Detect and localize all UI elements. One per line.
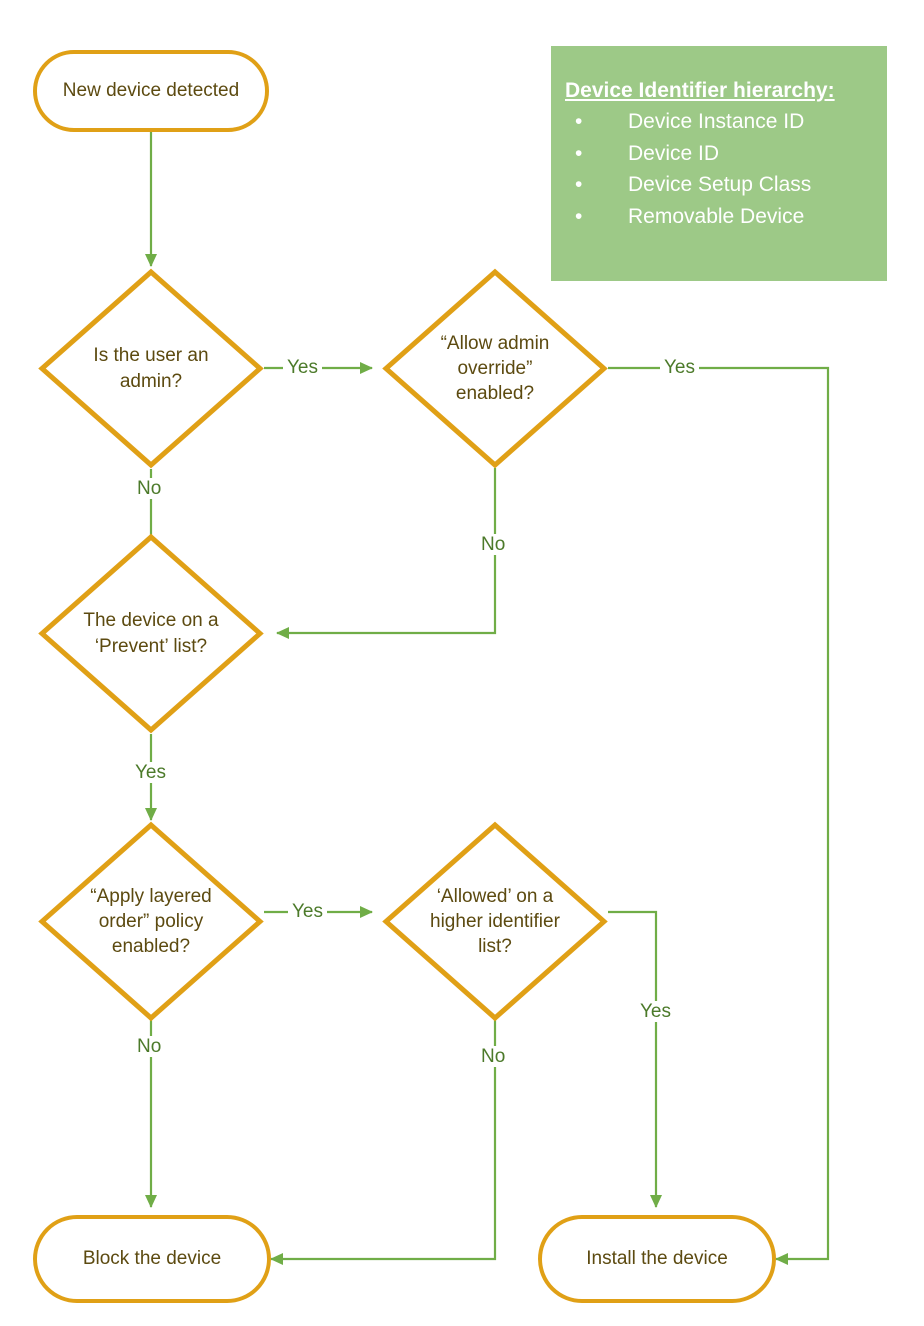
node-allowed-higher-label: ‘Allowed’ on a higher identifier list? [430,885,560,958]
legend-device-identifier-hierarchy: Device Identifier hierarchy: • Device In… [551,46,887,281]
legend-list: • Device Instance ID • Device ID • Devic… [565,106,887,232]
node-start-label: New device detected [62,79,240,101]
legend-item: • Device ID [565,138,887,170]
diamond-shape [38,268,264,469]
bullet-icon: • [575,141,583,165]
edge-label-prevent-list-yes: Yes [131,762,170,783]
legend-item-label: Device Setup Class [628,173,812,197]
node-admin-override-label: “Allow admin override” enabled? [440,332,550,405]
edge-label-layered-order-yes: Yes [288,901,327,922]
node-allowed-higher[interactable]: ‘Allowed’ on a higher identifier list? [382,821,608,1022]
edge-label-layered-order-no: No [133,1036,166,1057]
edge-label-admin-override-yes: Yes [660,357,699,378]
legend-item: • Device Setup Class [565,169,887,201]
bullet-icon: • [575,204,583,228]
node-is-admin[interactable]: Is the user an admin? [38,268,264,469]
legend-item: • Device Instance ID [565,106,887,138]
node-install-device-label: Install the device [586,1247,728,1269]
diamond-shape [38,533,264,734]
diamond-shape [382,821,608,1022]
edge-admin-override-yes [608,366,830,1265]
diamond-shape [38,821,264,1022]
node-layered-order[interactable]: “Apply layered order” policy enabled? [38,821,264,1022]
bullet-icon: • [575,110,583,134]
edge-label-allowed-higher-no: No [477,1046,510,1067]
edge-label-allowed-higher-yes: Yes [636,1001,675,1022]
node-admin-override[interactable]: “Allow admin override” enabled? [382,268,608,469]
edge-allowed-higher-yes [608,910,662,1208]
node-prevent-list-label: The device on a ‘Prevent’ list? [83,610,219,657]
legend-item: • Removable Device [565,201,887,233]
legend-title: Device Identifier hierarchy: [565,79,835,102]
diamond-shape [382,268,608,469]
edge-label-is-admin-yes: Yes [283,357,322,378]
legend-item-label: Device Instance ID [628,110,805,134]
node-block-device[interactable]: Block the device [33,1215,271,1303]
node-start[interactable]: New device detected [33,50,269,132]
node-is-admin-label: Is the user an admin? [93,345,209,392]
node-layered-order-label: “Apply layered order” policy enabled? [90,885,212,958]
node-block-device-label: Block the device [82,1247,222,1269]
bullet-icon: • [575,173,583,197]
legend-item-label: Removable Device [628,204,805,228]
edge-allowed-higher-no [270,1012,497,1265]
edge-label-is-admin-no: No [133,478,166,499]
node-install-device[interactable]: Install the device [538,1215,776,1303]
legend-item-label: Device ID [628,141,720,165]
node-prevent-list[interactable]: The device on a ‘Prevent’ list? [38,533,264,734]
edge-label-admin-override-no: No [477,534,510,555]
edge-admin-override-no [276,468,497,639]
